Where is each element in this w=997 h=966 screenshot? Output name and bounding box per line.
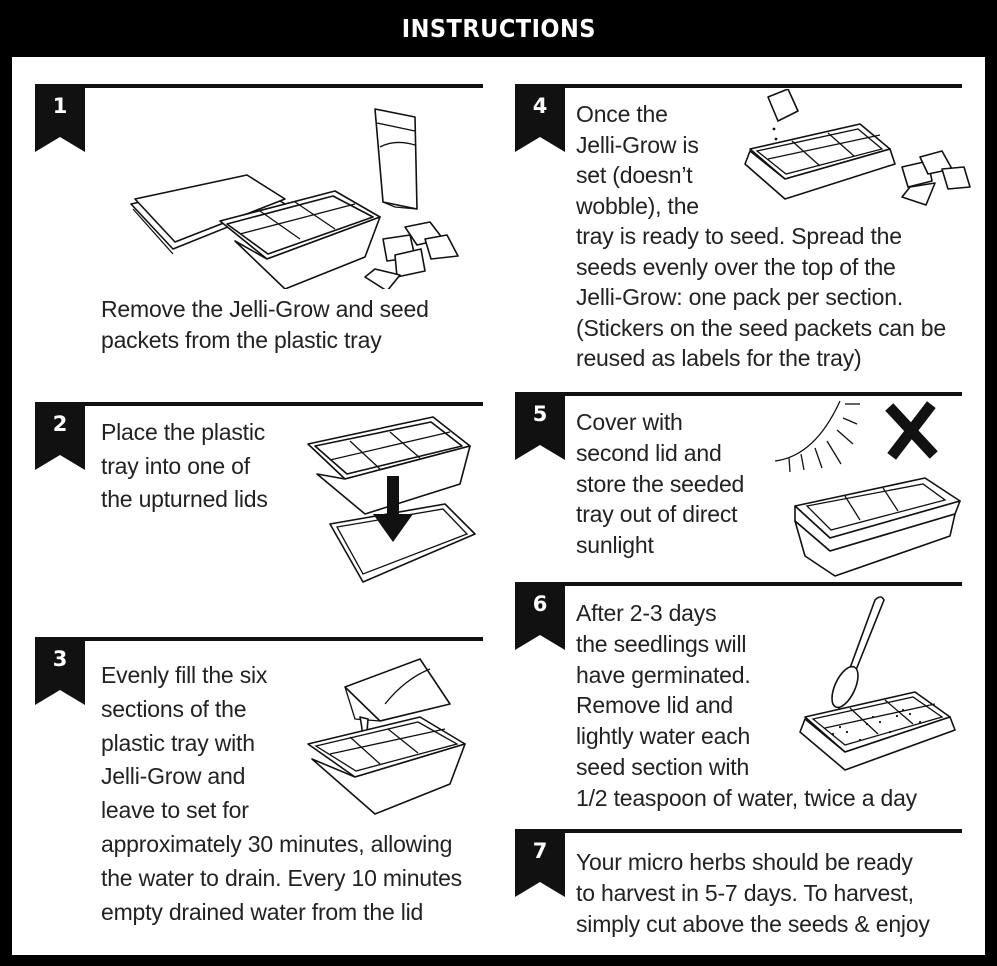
page-header: INSTRUCTIONS bbox=[0, 0, 997, 57]
step-6-text: After 2-3 days the seedlings will have g… bbox=[576, 600, 917, 811]
step-3-text: Evenly fill the six sections of the plas… bbox=[101, 662, 462, 925]
page-title: INSTRUCTIONS bbox=[401, 14, 596, 43]
spoon-watering-illustration bbox=[785, 592, 965, 777]
step-divider bbox=[515, 392, 962, 396]
step-divider bbox=[35, 84, 483, 88]
step-5: 5 Cover with second lid and store the se… bbox=[515, 392, 962, 582]
step-number-badge: 1 bbox=[35, 84, 85, 152]
step-7-text: Your micro herbs should be ready to harv… bbox=[576, 849, 930, 937]
step-divider bbox=[515, 84, 962, 88]
pour-jelli-grow-illustration bbox=[300, 649, 475, 829]
step-number-badge: 6 bbox=[515, 582, 565, 650]
step-divider bbox=[515, 582, 962, 586]
step-4-text: Once the Jelli-Grow is set (doesn’t wobb… bbox=[576, 101, 946, 371]
step-divider bbox=[35, 402, 483, 406]
step-7: 7 Your micro herbs should be ready to ha… bbox=[515, 829, 962, 949]
no-sunlight-covered-tray-illustration bbox=[765, 396, 965, 586]
step-1: 1 bbox=[35, 84, 483, 384]
tray-into-lid-arrow-illustration bbox=[305, 414, 480, 614]
step-number-badge: 7 bbox=[515, 829, 565, 897]
step-4: 4 Once the Jelli-Grow is set (doesn’t wo… bbox=[515, 84, 971, 384]
step-number-badge: 4 bbox=[515, 84, 565, 152]
sprinkle-seeds-illustration bbox=[730, 89, 980, 219]
step-divider bbox=[515, 829, 962, 833]
step-number-badge: 5 bbox=[515, 392, 565, 460]
step-2-text: Place the plastic tray into one of the u… bbox=[101, 419, 268, 512]
step-3: 3 Evenly fill the six sections of the pl… bbox=[35, 637, 483, 937]
lid-tray-seed-packets-illustration bbox=[125, 99, 485, 289]
step-1-text: Remove the Jelli-Grow and seed packets f… bbox=[101, 296, 429, 353]
step-2: 2 Place the plastic tray into one of the… bbox=[35, 402, 483, 622]
instructions-panel: 1 bbox=[12, 57, 985, 955]
step-5-text: Cover with second lid and store the seed… bbox=[576, 409, 745, 559]
cross-x-icon bbox=[885, 401, 938, 460]
step-number-badge: 2 bbox=[35, 402, 85, 470]
step-divider bbox=[35, 637, 483, 641]
step-number-badge: 3 bbox=[35, 637, 85, 705]
step-6: 6 After 2-3 days the seedlings will have… bbox=[515, 582, 962, 817]
